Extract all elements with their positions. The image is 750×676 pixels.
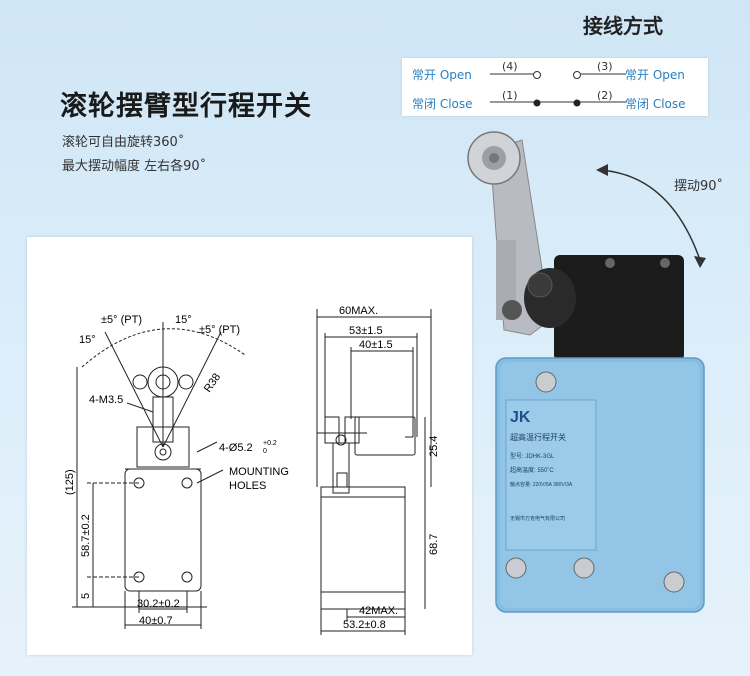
wiring-title: 接线方式 [583,14,663,38]
side-60max: 60MAX. [339,305,378,317]
swing-arrow-left [596,164,608,176]
open-left-label: 常开 Open [412,68,472,82]
pin-2: (2) [597,89,613,102]
tol-right: ±5° (PT) [199,324,240,336]
device-brand: JK [510,409,531,426]
switch-body: JK 超高温行程开关 型号: JDHK-3GL 超高温度: 550˚C 触点容量… [495,357,705,613]
product-title: 滚轮摆臂型行程开关 [60,91,312,122]
wiring-lines [490,71,626,107]
height-total: (125) [64,469,76,495]
mounting-line1: MOUNTING [229,466,289,478]
holes-tol-top: +0.2 [263,440,277,447]
pin-3: (3) [597,60,613,73]
side-25: 25.4 [428,436,440,457]
holes-label: 4-Ø5.2 [219,442,253,454]
angle-left: 15° [79,334,96,346]
angle-right: 15° [175,314,192,326]
tol-left: ±5° (PT) [101,314,142,326]
wiring-diagram: 常开 Open 常闭 Close 常开 Open 常闭 Close (4) (3… [402,58,708,116]
side-53-2: 53.2±0.8 [343,619,386,631]
open-right-label: 常开 Open [625,68,685,82]
swing-arrow-right [694,256,706,268]
radius-label: R38 [202,371,223,394]
width-holes: 30.2±0.2 [137,598,180,610]
feature-rotate: 滚轮可自由旋转360˚ [62,135,185,150]
height-body: 58.7±0.2 [80,514,92,557]
device-temp: 超高温度: 550˚C [510,466,554,474]
side-68: 68.7 [428,534,440,555]
holes-tol-bottom: 0 [263,448,267,455]
pin-1: (1) [502,89,518,102]
side-42max: 42MAX. [359,605,398,617]
side-53: 53±1.5 [349,325,383,337]
mounting-line2: HOLES [229,480,266,492]
swing-label: 摆动90˚ [674,179,724,194]
switch-head [524,255,684,361]
screw-label: 4-M3.5 [89,394,123,406]
dimension-drawing: 15° ±5° (PT) 15° ±5° (PT) 4-M3.5 R38 4-Ø… [27,237,472,655]
device-maker: 无锡市万克电气有限公司 [510,515,565,522]
width-body: 40±0.7 [139,615,173,627]
feature-swing: 最大摆动幅度 左右各90˚ [62,159,207,174]
close-right-label: 常闭 Close [625,97,686,111]
offset-bottom: 5 [80,593,92,599]
close-left-label: 常闭 Close [412,97,473,111]
swing-arc [599,169,701,261]
dimension-drawing-svg: 15° ±5° (PT) 15° ±5° (PT) 4-M3.5 R38 4-Ø… [64,305,440,635]
pin-4: (4) [502,60,518,73]
device-model: 型号: JDHK-3GL [510,452,555,460]
side-40: 40±1.5 [359,339,393,351]
product-illustration: JK 超高温行程开关 型号: JDHK-3GL 超高温度: 550˚C 触点容量… [467,131,706,613]
device-rating: 触点容量: 220V/5A 380V/3A [510,481,573,488]
device-name: 超高温行程开关 [510,432,566,442]
